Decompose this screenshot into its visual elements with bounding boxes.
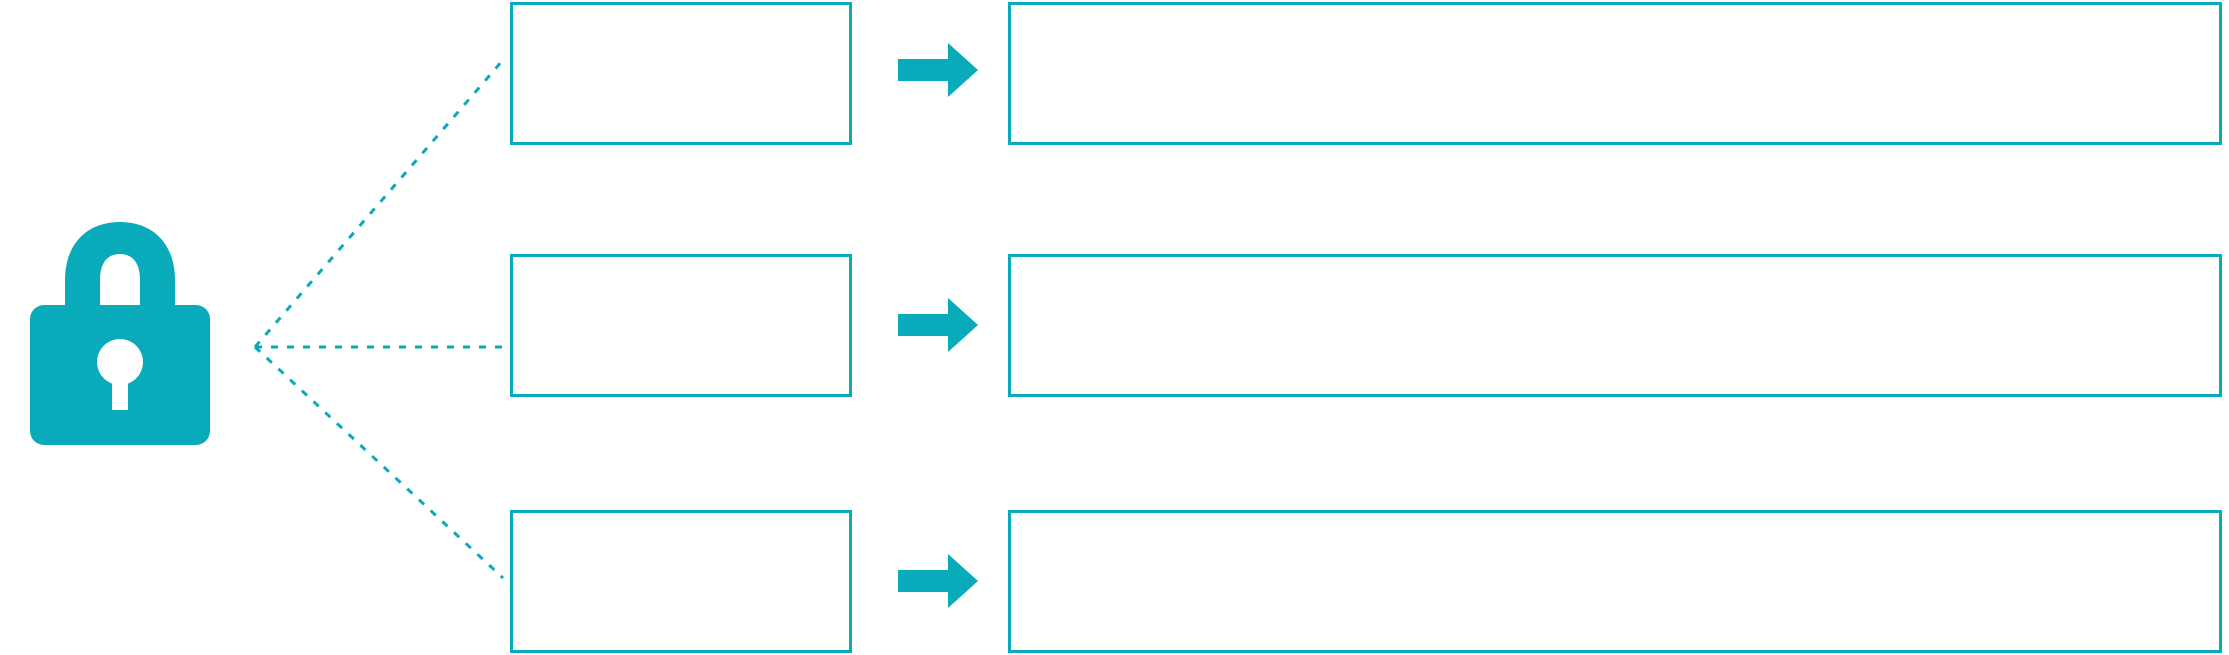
right-box-row-2[interactable]	[1008, 254, 2222, 397]
right-box-row-3-text	[1011, 513, 2219, 650]
left-box-row-3[interactable]	[510, 510, 852, 653]
right-box-row-2-text	[1011, 257, 2219, 394]
left-box-row-1-text	[513, 5, 849, 142]
left-box-row-2-text	[513, 257, 849, 394]
connector-branch-bottom	[253, 345, 505, 580]
right-box-row-3[interactable]	[1008, 510, 2222, 653]
left-box-row-2[interactable]	[510, 254, 852, 397]
arrow-right-icon-row-1	[898, 40, 978, 100]
lock-icon	[20, 210, 220, 450]
left-box-row-1[interactable]	[510, 2, 852, 145]
left-box-row-3-text	[513, 513, 849, 650]
arrow-right-icon-row-2	[898, 295, 978, 355]
arrow-right-icon-row-3	[898, 551, 978, 611]
right-box-row-1-text	[1011, 5, 2219, 142]
connector-branch-top	[253, 59, 505, 348]
right-box-row-1[interactable]	[1008, 2, 2222, 145]
